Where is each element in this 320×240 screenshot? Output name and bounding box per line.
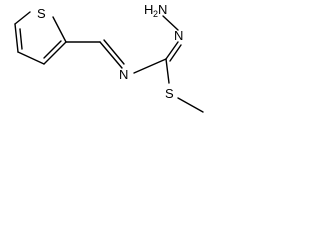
thiophene-sulfur-label: S bbox=[37, 6, 46, 21]
bond-ch-n-2 bbox=[103, 39, 125, 65]
hydrazone-nitrogen-label: N bbox=[174, 28, 183, 43]
bond-s1-c2 bbox=[14, 11, 31, 25]
structure-canvas: S N N S H 2 N bbox=[0, 0, 228, 120]
imine-nitrogen-label: N bbox=[119, 67, 128, 82]
amine-hydrogen-label: H bbox=[144, 2, 153, 17]
bond-c-n-double-2 bbox=[169, 44, 182, 62]
bond-c2-c3-inner bbox=[19, 28, 23, 50]
bond-c5-s1 bbox=[52, 16, 67, 43]
bond-c4-c5-inner bbox=[43, 40, 62, 59]
amine-nitrogen-label: N bbox=[158, 2, 167, 17]
bond-c-s bbox=[165, 58, 170, 84]
amine-hydrogen-count-label: 2 bbox=[153, 9, 158, 19]
bond-c2-c3 bbox=[14, 23, 19, 53]
bond-ch-n-1 bbox=[99, 41, 123, 69]
thiophene-ring bbox=[14, 11, 67, 65]
bond-n-c bbox=[133, 58, 167, 74]
bond-c3-c4 bbox=[17, 51, 45, 65]
chain-sulfur-label: S bbox=[165, 86, 174, 101]
bond-s-ch3 bbox=[177, 97, 204, 113]
bond-c-n-double-1 bbox=[165, 41, 179, 60]
bond-n-n bbox=[162, 15, 179, 31]
bond-c4-c5 bbox=[43, 41, 67, 65]
molecule-structure: S N N S H 2 N bbox=[14, 2, 204, 113]
